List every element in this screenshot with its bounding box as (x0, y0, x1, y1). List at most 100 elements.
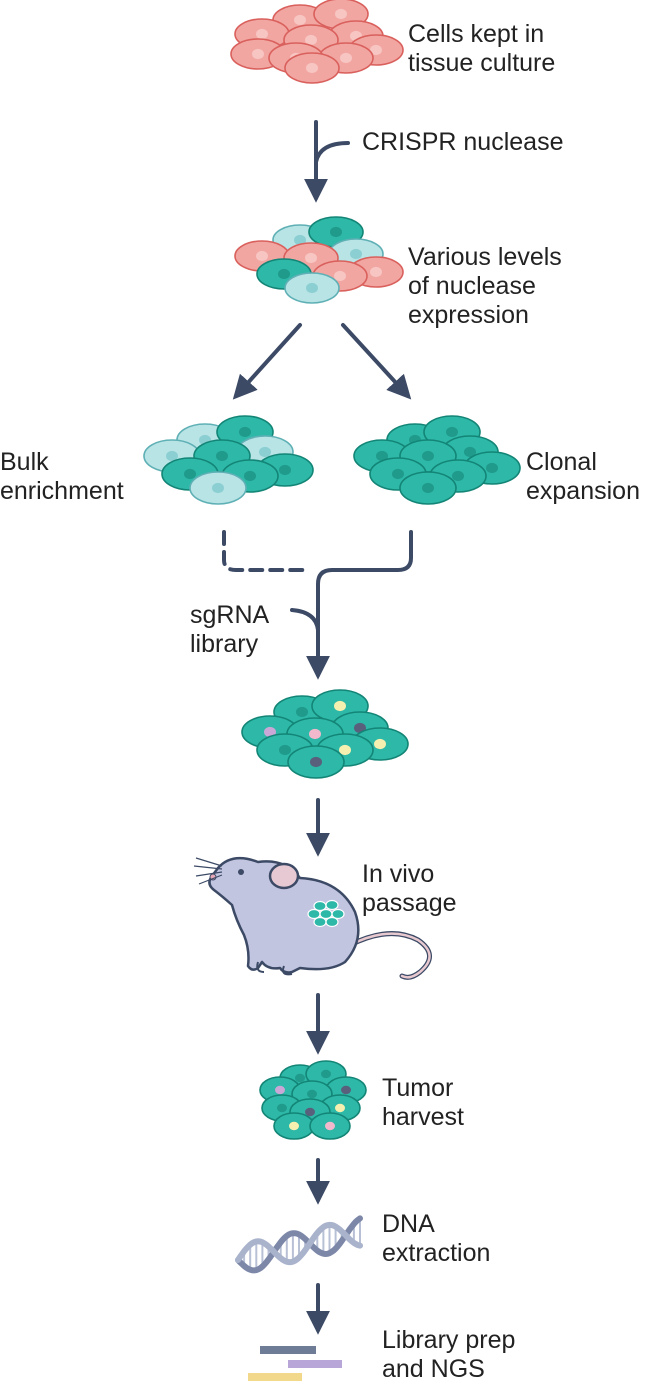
dna-helix-icon (235, 1215, 363, 1274)
cell-cluster-culture (230, 0, 404, 84)
cell-cluster-mixed-expression (234, 216, 404, 304)
cell-nucleus (350, 248, 362, 260)
label-line: harvest (382, 1103, 464, 1131)
cell-nucleus (486, 462, 498, 474)
cell-nucleus (334, 270, 346, 282)
label-clonal-expansion: Clonal expansion (526, 448, 640, 506)
cell-nucleus (279, 464, 291, 476)
cell-nucleus (305, 252, 317, 264)
mouse-icon (193, 856, 432, 980)
cell-nucleus (259, 446, 271, 458)
cell-nucleus (184, 468, 196, 480)
bulk-merge-dashed-line (222, 530, 312, 572)
label-line: enrichment (0, 477, 124, 505)
arrow-to-bulk (232, 323, 302, 400)
cell-nucleus (289, 1121, 299, 1131)
cell-nucleus (212, 482, 224, 494)
cell-nucleus (278, 268, 290, 280)
label-line: Clonal (526, 448, 597, 476)
cell-nucleus (370, 44, 382, 56)
ngs-read-bar (248, 1373, 302, 1381)
label-various-levels: Various levels of nuclease expression (408, 243, 562, 330)
cell-nucleus (376, 450, 388, 462)
cell-cluster-clonal (353, 415, 521, 505)
cell-nucleus (335, 8, 347, 20)
clonal-merge-line (306, 530, 413, 680)
cell-nucleus (374, 738, 386, 750)
cell-nucleus (307, 1089, 317, 1099)
mouse-tumor-cells (307, 899, 345, 928)
cell-nucleus (341, 1085, 351, 1095)
cell-cluster-tumor (259, 1060, 367, 1140)
cell-nucleus (294, 234, 306, 246)
cell-nucleus (296, 706, 308, 718)
ngs-read-bar (260, 1346, 316, 1354)
label-line: Tumor (382, 1074, 454, 1102)
cell-nucleus (452, 470, 464, 482)
label-line: extraction (382, 1239, 491, 1267)
label-tumor-harvest: Tumor harvest (382, 1074, 464, 1132)
cell-nucleus (321, 1069, 331, 1079)
sgrna-branch-line (290, 608, 320, 632)
cell-nucleus (370, 266, 382, 278)
dna-strand-1 (235, 1215, 363, 1274)
ngs-reads-icon (248, 1346, 342, 1381)
cell-nucleus (392, 468, 404, 480)
label-dna-extraction: DNA extraction (382, 1210, 490, 1268)
cell-nucleus (305, 1107, 315, 1117)
cell-nucleus (464, 446, 476, 458)
label-line: DNA (382, 1210, 435, 1238)
cell-nucleus (279, 744, 291, 756)
label-line: CRISPR nuclease (362, 128, 564, 156)
cell-nucleus (277, 1103, 287, 1113)
label-line: Cells kept in (408, 20, 545, 48)
cell (331, 908, 345, 920)
crispr-branch-line (314, 141, 350, 164)
label-line: tissue culture (408, 49, 556, 77)
cell-nucleus (294, 14, 306, 26)
cell-nucleus (264, 726, 276, 738)
cell-cluster-bulk (143, 415, 314, 505)
cell-nucleus (244, 470, 256, 482)
cell-nucleus (305, 34, 317, 46)
cell-nucleus (446, 426, 458, 438)
cell-nucleus (166, 450, 178, 462)
mouse-body (208, 856, 360, 974)
label-line: passage (362, 889, 457, 917)
cell-nucleus (295, 1073, 305, 1083)
cell-nucleus (275, 1085, 285, 1095)
cell-nucleus (334, 700, 346, 712)
cell-nucleus (239, 426, 251, 438)
cell-nucleus (306, 282, 318, 294)
cell-nucleus (325, 1121, 335, 1131)
label-in-vivo-passage: In vivo passage (362, 860, 457, 918)
label-line: and NGS (382, 1355, 485, 1383)
label-crispr-nuclease: CRISPR nuclease (362, 128, 563, 157)
cell (313, 916, 327, 928)
label-line: Bulk (0, 448, 49, 476)
cell-nucleus (422, 482, 434, 494)
arrow-to-clonal (341, 323, 412, 400)
ngs-read-bar (288, 1360, 342, 1368)
cell-nucleus (335, 1103, 345, 1113)
label-library-prep-ngs: Library prep and NGS (382, 1326, 515, 1384)
label-line: of nuclease (408, 272, 536, 300)
label-line: expansion (526, 477, 640, 505)
label-line: Library prep (382, 1326, 516, 1354)
label-line: In vivo (362, 860, 435, 888)
label-sgrna-library: sgRNA library (190, 601, 269, 659)
cell (325, 916, 339, 928)
label-bulk-enrichment: Bulk enrichment (0, 448, 124, 506)
cell-nucleus (256, 28, 268, 40)
cell-nucleus (256, 250, 268, 262)
cell-nucleus (422, 450, 434, 462)
label-cells-kept-in-culture: Cells kept in tissue culture (408, 20, 555, 78)
dna-strand-2 (235, 1221, 363, 1266)
label-line: library (190, 630, 259, 658)
label-line: Various levels (408, 243, 562, 271)
cell-nucleus (306, 62, 318, 74)
cell-cluster-sgrna (241, 689, 409, 779)
cell-nucleus (340, 52, 352, 64)
cell-nucleus (339, 744, 351, 756)
